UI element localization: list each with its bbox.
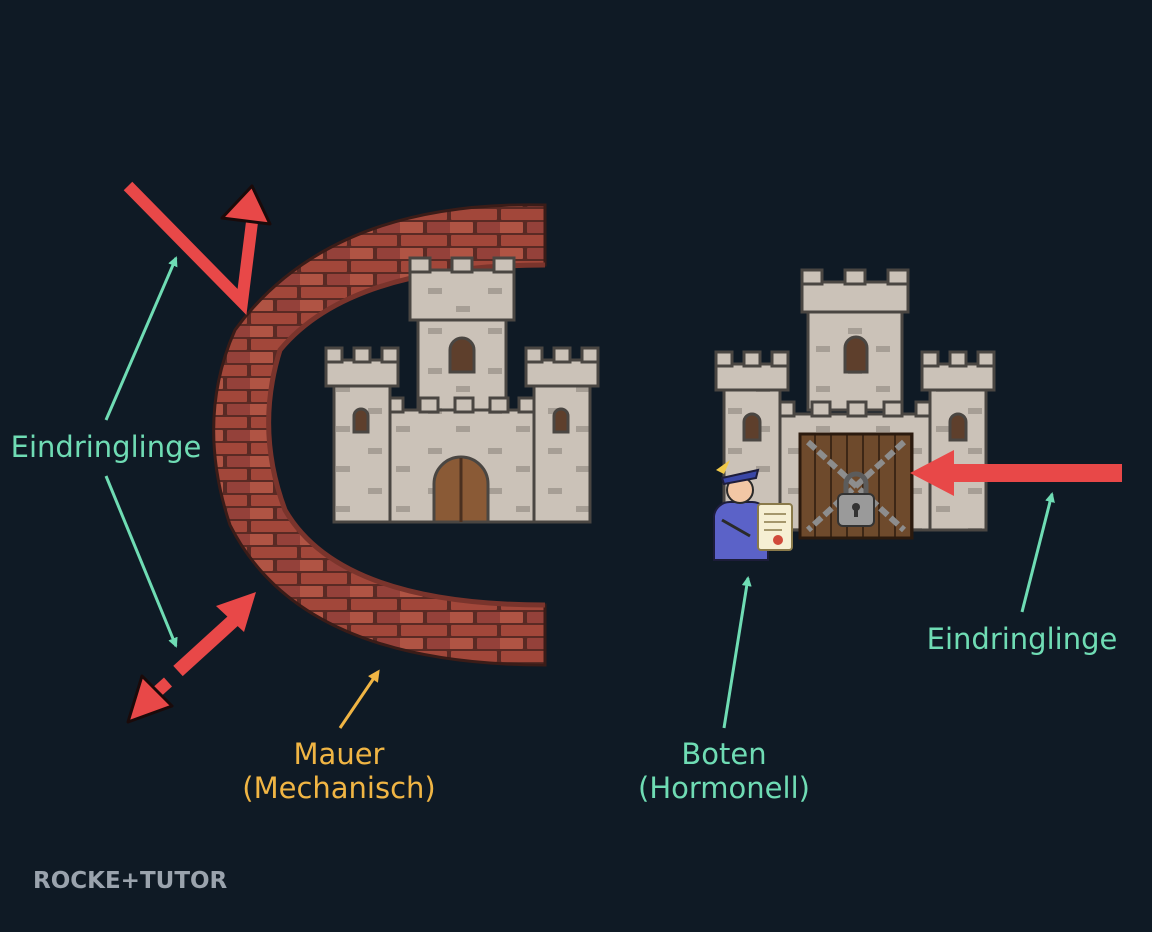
pointer-arrow-up xyxy=(104,256,178,421)
scroll-icon xyxy=(757,503,793,551)
label-wall-line1: Mauer xyxy=(293,737,385,771)
padlock-icon xyxy=(837,471,875,527)
label-invaders-left: Eindringlinge xyxy=(8,430,204,464)
chained-gate-icon xyxy=(798,432,914,540)
label-messenger-line1: Boten xyxy=(681,737,767,771)
castle-icon xyxy=(324,256,600,524)
messenger-icon xyxy=(713,460,769,561)
label-invaders-left-text: Eindringlinge xyxy=(10,430,202,464)
label-wall: Mauer (Mechanisch) xyxy=(228,737,450,805)
pointer-arrow-wall xyxy=(338,669,380,729)
brand-logo: ROCKE+TUTOR xyxy=(33,868,227,894)
label-invaders-right: Eindringlinge xyxy=(920,622,1124,656)
deflected-arrow-bottom xyxy=(126,592,256,724)
label-messenger: Boten (Hormonell) xyxy=(626,737,822,805)
pointer-arrow-incoming xyxy=(1020,492,1055,613)
deflected-arrow-top xyxy=(123,181,272,316)
label-messenger-line2: (Hormonell) xyxy=(638,771,810,805)
incoming-arrow xyxy=(910,450,1122,496)
label-wall-line2: (Mechanisch) xyxy=(242,771,436,805)
label-invaders-right-text: Eindringlinge xyxy=(926,622,1118,656)
pointer-arrow-down xyxy=(104,475,178,648)
pointer-arrow-messenger xyxy=(722,576,752,729)
brand-logo-text: ROCKE+TUTOR xyxy=(33,868,228,894)
brick-wall-icon xyxy=(212,203,547,667)
